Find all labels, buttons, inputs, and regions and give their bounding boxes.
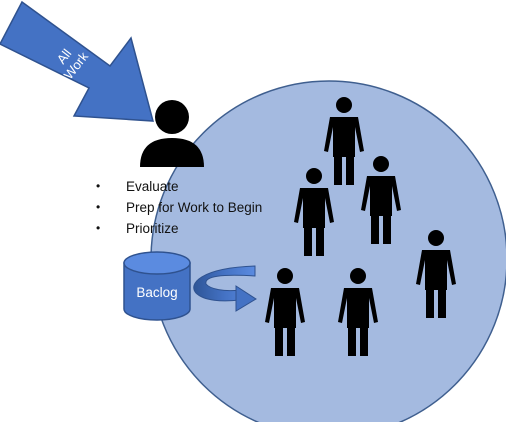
team-member-person-icon (324, 97, 364, 185)
team-member-person-icon (416, 230, 456, 318)
bullet-prep-for-work: Prep for Work to Begin (94, 197, 262, 218)
evaluator-person-icon (140, 100, 204, 167)
task-bullet-list: Evaluate Prep for Work to Begin Prioriti… (94, 176, 262, 239)
bullet-evaluate: Evaluate (94, 176, 262, 197)
backlog-database-icon (123, 251, 191, 321)
team-members (265, 97, 456, 356)
bullet-prioritize: Prioritize (94, 218, 262, 239)
team-member-person-icon (338, 268, 378, 356)
all-work-arrow (0, 0, 154, 122)
backlog-label: Baclog (136, 285, 178, 300)
team-member-person-icon (294, 168, 334, 256)
team-member-person-icon (361, 156, 401, 244)
team-member-person-icon (265, 268, 305, 356)
curved-arrow-icon (193, 265, 257, 312)
